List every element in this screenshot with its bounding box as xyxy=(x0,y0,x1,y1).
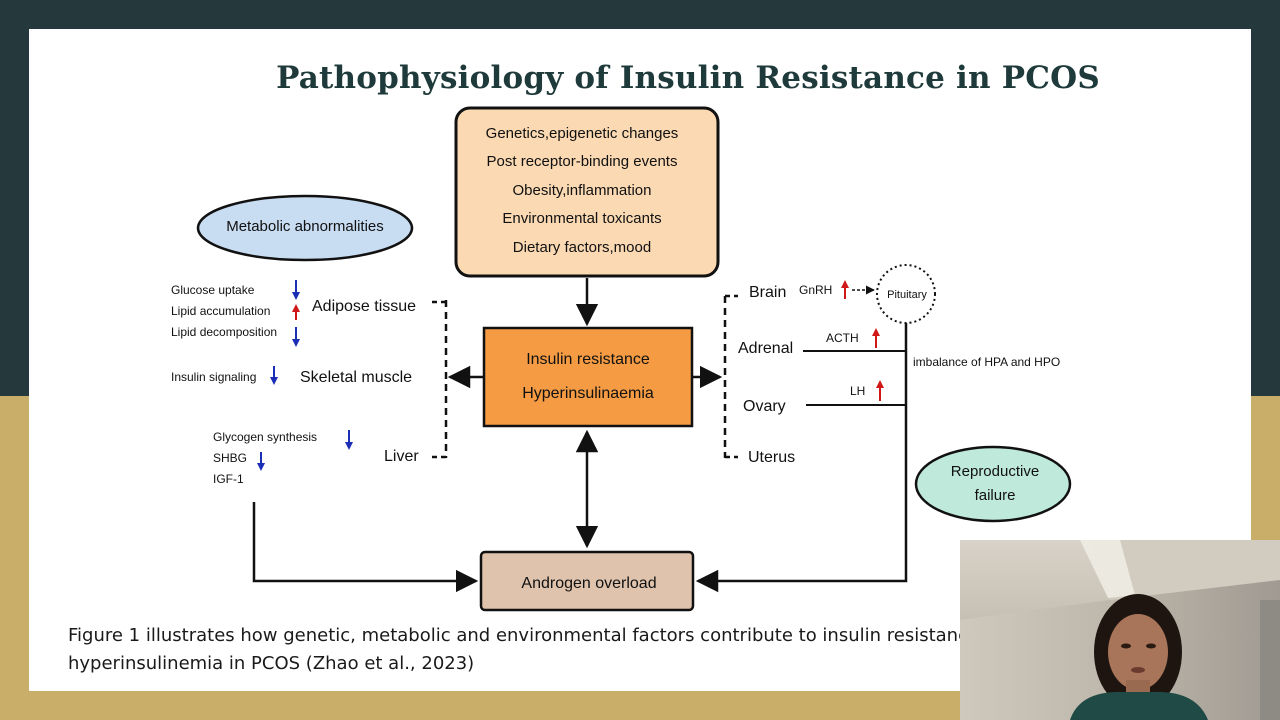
organ-muscle: Skeletal muscle xyxy=(300,369,412,386)
causes-box: Genetics,epigenetic changes Post recepto… xyxy=(454,106,720,278)
effect-glycogen-synthesis: Glycogen synthesis xyxy=(213,430,317,444)
cause-post-receptor: Post receptor-binding events xyxy=(487,153,678,170)
svg-text:failure: failure xyxy=(975,487,1016,504)
cause-obesity: Obesity,inflammation xyxy=(513,182,652,199)
cause-toxicants: Environmental toxicants xyxy=(502,210,661,227)
arrow-up-lh xyxy=(876,380,884,401)
arrow-liver-to-androgen xyxy=(252,502,479,593)
arrow-up-lipid-accumulation xyxy=(292,304,300,320)
effect-lipid-accumulation: Lipid accumulation xyxy=(171,304,270,318)
figure-caption: Figure 1 illustrates how genetic, metabo… xyxy=(68,622,968,678)
organ-brain: Brain xyxy=(749,284,786,301)
effect-igf1: IGF-1 xyxy=(213,472,244,486)
svg-text:Reproductive: Reproductive xyxy=(951,463,1039,480)
slide-title: Pathophysiology of Insulin Resistance in… xyxy=(276,60,1100,96)
pituitary-circle: Pituitary xyxy=(876,264,936,324)
arrow-pituitary-to-androgen xyxy=(695,323,908,593)
effect-insulin-signaling: Insulin signaling xyxy=(171,370,256,384)
hormone-acth: ACTH xyxy=(826,331,859,345)
hormone-gnrh: GnRH xyxy=(799,283,832,297)
metabolic-abnormalities-oval: Metabolic abnormalities xyxy=(196,194,414,262)
arrow-down-glucose-uptake xyxy=(292,280,300,300)
cause-genetics: Genetics,epigenetic changes xyxy=(486,125,679,142)
arrow-down-shbg xyxy=(257,452,265,471)
organ-adrenal: Adrenal xyxy=(738,340,793,357)
organ-ovary: Ovary xyxy=(743,398,786,415)
reproductive-failure-oval: Reproductive failure xyxy=(914,445,1072,523)
insulin-resistance-box: Insulin resistance Hyperinsulinaemia xyxy=(482,326,694,428)
arrow-down-glycogen-synthesis xyxy=(345,430,353,450)
caption-line-2: hyperinsulinemia in PCOS (Zhao et al., 2… xyxy=(68,653,475,674)
effect-lipid-decomposition: Lipid decomposition xyxy=(171,325,277,339)
arrow-up-acth xyxy=(872,328,880,348)
cause-dietary: Dietary factors,mood xyxy=(513,239,651,256)
svg-text:Metabolic abnormalities: Metabolic abnormalities xyxy=(226,218,384,235)
core-line-1: Insulin resistance xyxy=(526,351,650,368)
androgen-label: Androgen overload xyxy=(521,575,656,592)
organ-liver: Liver xyxy=(384,448,419,465)
arrow-up-gnrh xyxy=(841,280,849,299)
arrow-down-lipid-decomposition xyxy=(292,327,300,347)
hormone-lh: LH xyxy=(850,384,865,398)
arrow-down-insulin-signaling xyxy=(270,366,278,385)
core-line-2: Hyperinsulinaemia xyxy=(522,385,654,402)
effect-glucose-uptake: Glucose uptake xyxy=(171,283,255,297)
presenter-video-frame xyxy=(960,540,1280,720)
androgen-overload-box: Androgen overload xyxy=(479,550,695,612)
effect-shbg: SHBG xyxy=(213,451,247,465)
svg-text:Pituitary: Pituitary xyxy=(887,289,927,301)
organ-adipose: Adipose tissue xyxy=(312,298,416,315)
caption-line-1: Figure 1 illustrates how genetic, metabo… xyxy=(68,625,968,646)
presenter-webcam xyxy=(960,540,1280,720)
organ-uterus: Uterus xyxy=(748,449,795,466)
imbalance-label: imbalance of HPA and HPO xyxy=(913,355,1060,369)
